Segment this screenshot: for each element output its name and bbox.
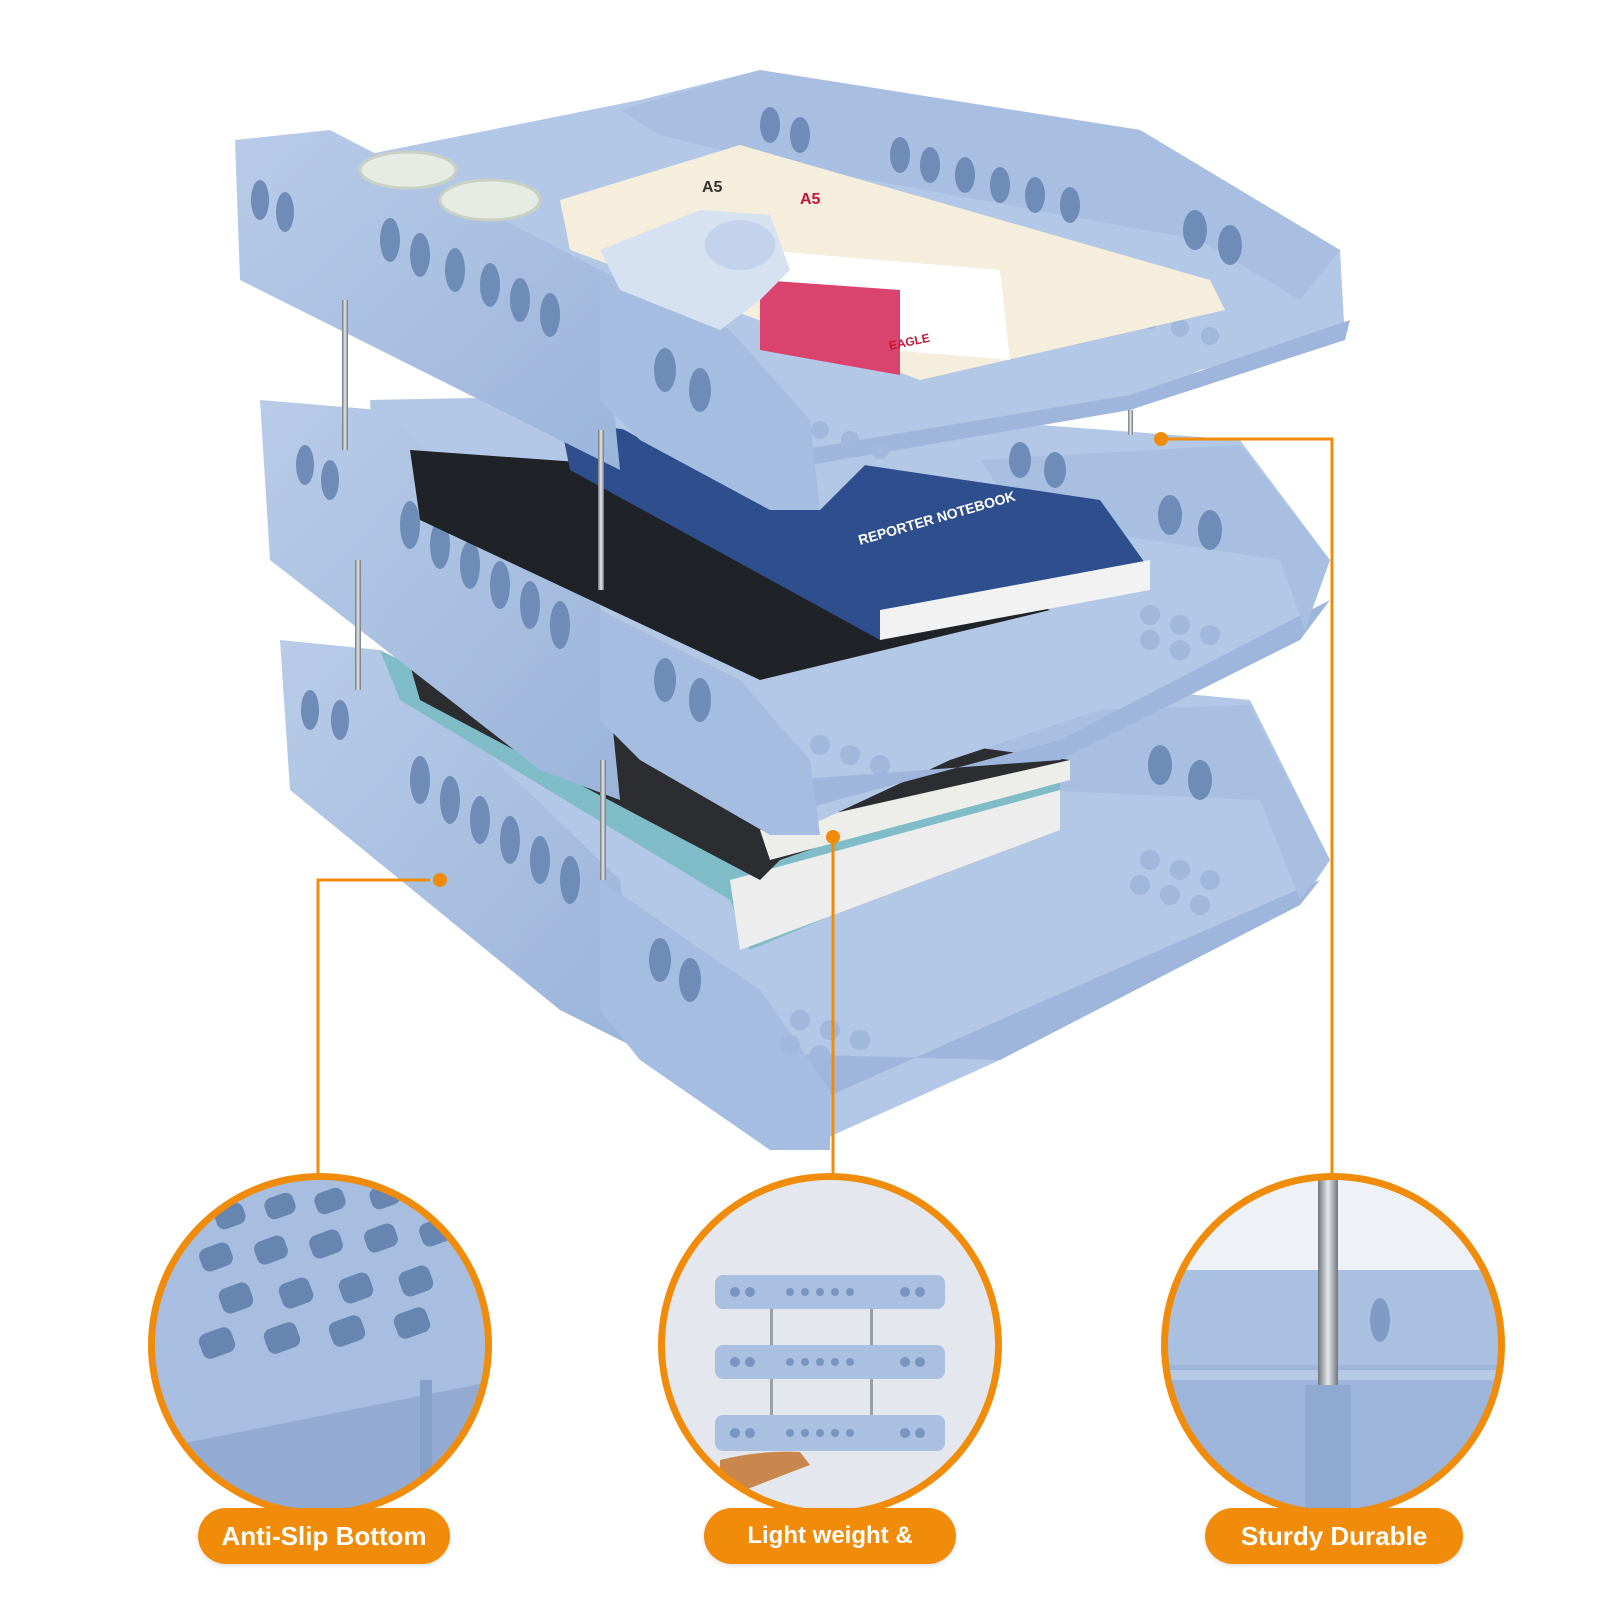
paper-label-a5: A5 [702,179,723,196]
zoom-portable-detail [658,1173,1002,1517]
callout-line-anti-slip [316,878,430,1177]
callout-dots [433,432,1168,887]
feature-label-anti-slip: Anti-Slip Bottom [198,1508,450,1564]
callout-lines [316,437,1334,1177]
zoom-rod-detail [1161,1173,1505,1517]
paper-label-a5-2: A5 [800,191,821,208]
callout-line-sturdy [1161,437,1334,1177]
zoom-anti-slip-detail [148,1173,492,1517]
desk-accessories [358,150,790,330]
support-rods [342,300,1133,880]
feature-label-sturdy: Sturdy Durable [1205,1508,1463,1564]
paper-stack: A5 A5 EAGLE [560,145,1225,380]
feature-label-portable: Light weight & Portable [704,1508,956,1605]
